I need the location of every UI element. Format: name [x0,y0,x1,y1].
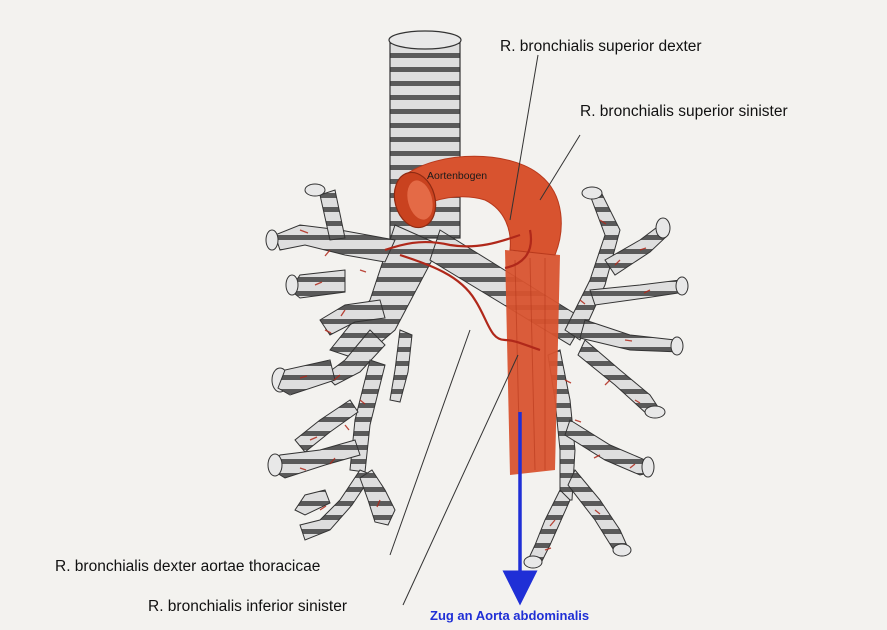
label-sup-dexter: R. bronchialis superior dexter [500,38,702,56]
label-pull: Zug an Aorta abdominalis [430,608,589,623]
label-sup-sinister: R. bronchialis superior sinister [580,103,788,121]
label-dexter-aortae: R. bronchialis dexter aortae thoracicae [55,558,320,576]
descending-aorta [505,250,560,475]
label-inf-sinister: R. bronchialis inferior sinister [148,598,347,616]
label-aortic-arch: Aortenbogen [427,170,487,182]
